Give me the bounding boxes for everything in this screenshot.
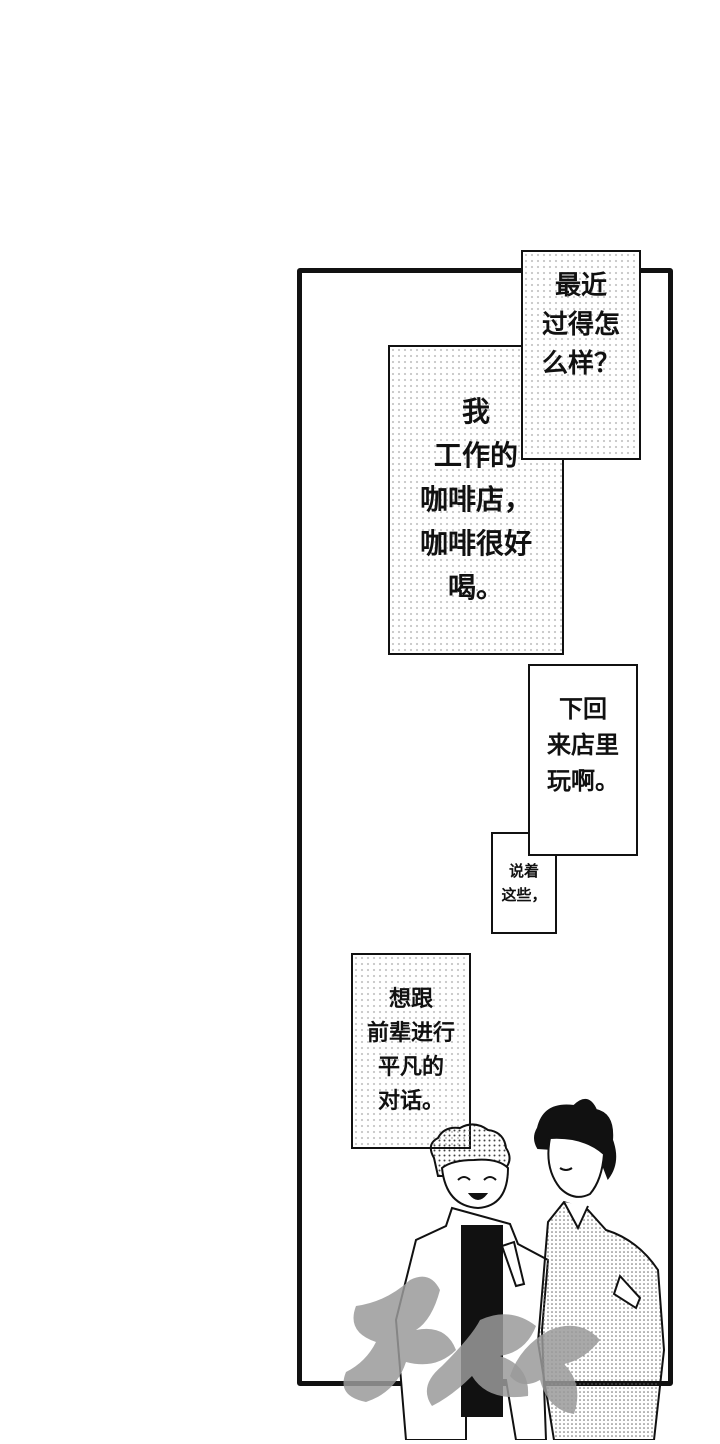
speech-box-how-are-you: 最近 过得怎 么样？ <box>521 250 641 460</box>
speech-box-come-visit: 下回 来店里 玩啊。 <box>528 664 638 856</box>
narration-box-ordinary-conversation: 想跟 前辈进行 平凡的 对话。 <box>351 953 471 1149</box>
speech-box-coffee-shop: 我 工作的 咖啡店， 咖啡很好 喝。 <box>388 345 564 655</box>
watermark-logo <box>300 1260 660 1444</box>
